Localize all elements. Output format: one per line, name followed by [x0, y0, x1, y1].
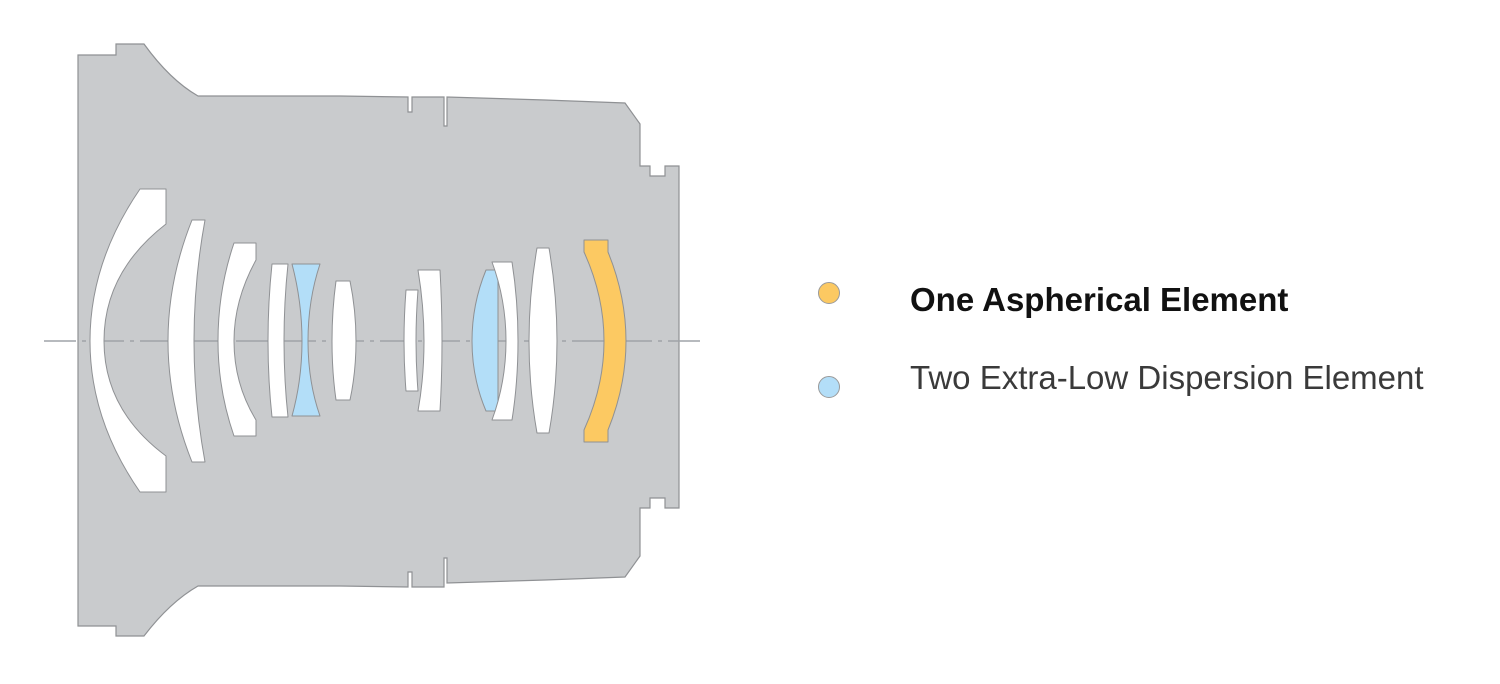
lens-element-5: [291, 263, 321, 417]
lens-element-10: [491, 261, 519, 421]
lens-element-8: [417, 269, 443, 412]
aspherical-swatch-icon: [818, 282, 840, 304]
lens-element-7: [403, 289, 419, 392]
lens-element-2: [167, 219, 206, 463]
legend-label-aspherical: One Aspherical Element: [910, 281, 1289, 318]
lens-element-9: [471, 269, 499, 412]
lens-element-1: [89, 188, 167, 493]
legend-label-extra-low-dispersion: Two Extra-Low Dispersion Element: [910, 359, 1424, 396]
lens-element-6: [331, 280, 357, 401]
lens-element-12: [583, 239, 627, 443]
lens-element-4: [267, 263, 289, 418]
lens-element-3: [217, 242, 257, 437]
lens-barrel: [77, 43, 680, 637]
extra-low-dispersion-swatch-icon: [818, 376, 840, 398]
lens-element-11: [528, 247, 558, 434]
